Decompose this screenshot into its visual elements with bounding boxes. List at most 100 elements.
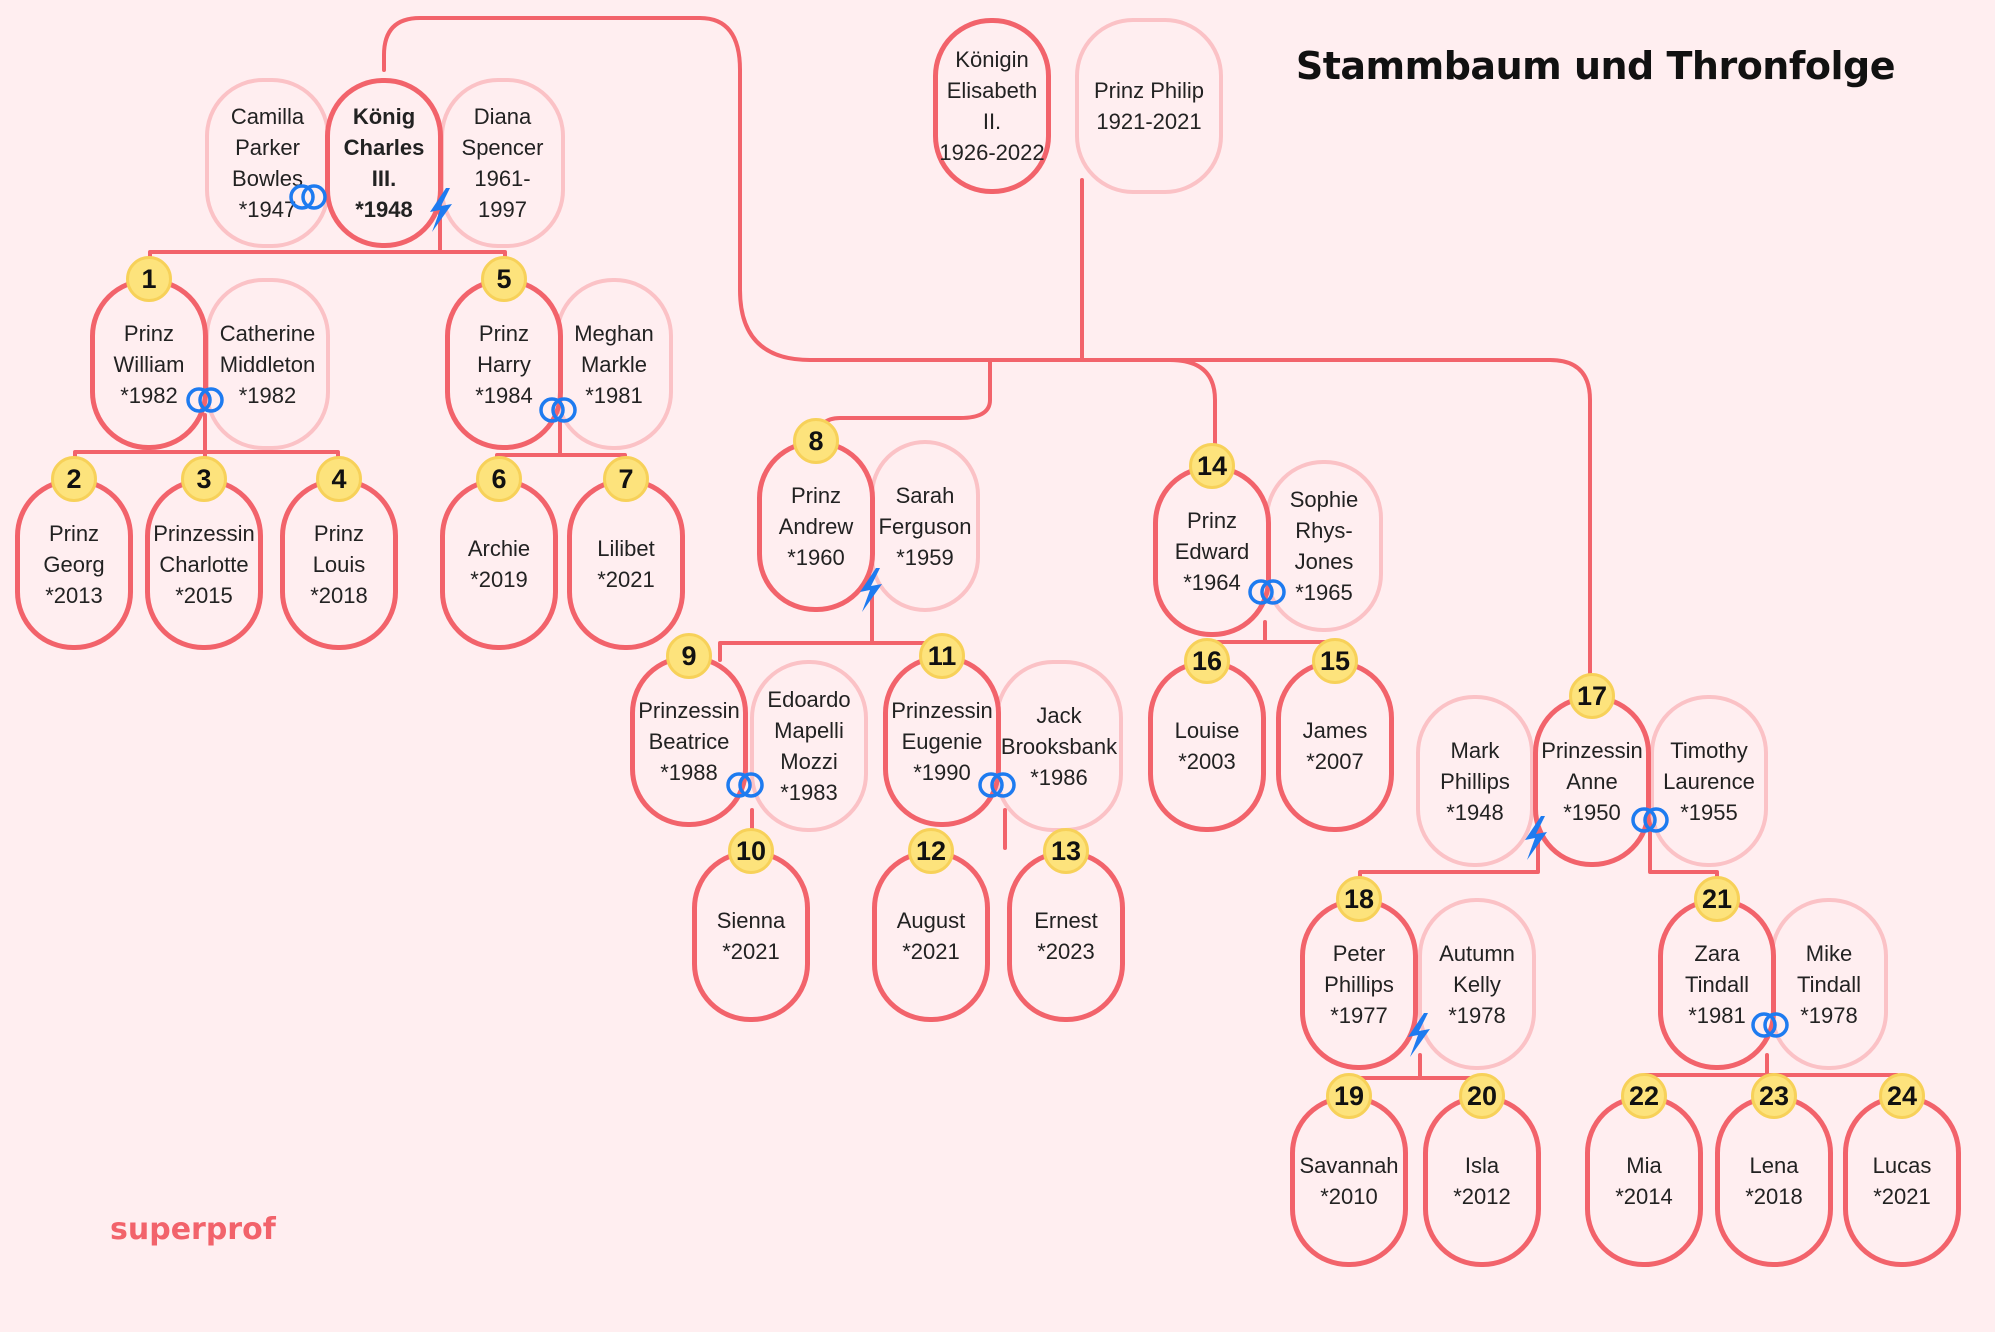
person-sienna: Sienna *2021 xyxy=(692,850,810,1022)
rank-badge: 1 xyxy=(126,256,172,302)
person-elizabeth: Königin Elisabeth II. 1926-2022 xyxy=(933,18,1051,194)
person-label: Mike Tindall *1978 xyxy=(1797,940,1861,1028)
person-ernest: Ernest *2023 xyxy=(1007,850,1125,1022)
interlocking-rings-icon xyxy=(978,772,1016,798)
person-label: Prinz Harry *1984 xyxy=(475,320,533,408)
rank-badge: 19 xyxy=(1326,1073,1372,1119)
rank-badge: 13 xyxy=(1043,828,1089,874)
rank-badge: 7 xyxy=(603,456,649,502)
person-label: Ernest *2023 xyxy=(1034,908,1098,964)
person-label: Peter Phillips *1977 xyxy=(1324,940,1394,1028)
person-timothy: Timothy Laurence *1955 xyxy=(1650,695,1768,867)
rank-badge: 24 xyxy=(1879,1073,1925,1119)
rank-badge: 4 xyxy=(316,456,362,502)
rank-badge: 12 xyxy=(908,828,954,874)
interlocking-rings-icon xyxy=(1248,579,1286,605)
lightning-bolt-icon xyxy=(1408,1013,1430,1057)
person-sarah: Sarah Ferguson *1959 xyxy=(870,440,980,612)
person-label: Camilla Parker Bowles *1947 xyxy=(230,104,305,222)
person-label: Catherine Middleton *1982 xyxy=(219,320,316,408)
person-label: Sienna *2021 xyxy=(716,908,786,964)
person-label: Prinz Andrew *1960 xyxy=(778,482,854,570)
person-label: Timothy Laurence *1955 xyxy=(1663,737,1755,825)
person-label: Prinzessin Beatrice *1988 xyxy=(638,697,740,785)
person-label: Edoardo Mapelli Mozzi *1983 xyxy=(767,687,851,805)
person-label: Archie *2019 xyxy=(467,536,531,592)
person-harry: Prinz Harry *1984 xyxy=(445,278,563,450)
person-label: Prinz Edward *1964 xyxy=(1174,507,1250,595)
connector-elizabeth-edward xyxy=(1080,358,1217,452)
person-william: Prinz William *1982 xyxy=(90,278,208,450)
person-camilla: Camilla Parker Bowles *1947 xyxy=(205,78,330,248)
rank-badge: 3 xyxy=(181,456,227,502)
person-label: Diana Spencer 1961- 1997 xyxy=(461,104,544,222)
rank-badge: 10 xyxy=(728,828,774,874)
person-label: Prinzessin Anne *1950 xyxy=(1541,737,1643,825)
person-georg: Prinz Georg *2013 xyxy=(15,478,133,650)
person-mike: Mike Tindall *1978 xyxy=(1770,898,1888,1070)
person-label: Sophie Rhys- Jones *1965 xyxy=(1289,487,1359,605)
person-beatrice: Prinzessin Beatrice *1988 xyxy=(630,655,748,827)
person-label: August *2021 xyxy=(896,908,966,964)
person-label: Zara Tindall *1981 xyxy=(1685,940,1749,1028)
person-label: Prinz Louis *2018 xyxy=(310,520,368,608)
person-louise: Louise *2003 xyxy=(1148,660,1266,832)
rank-badge: 6 xyxy=(476,456,522,502)
person-autumn: Autumn Kelly *1978 xyxy=(1418,898,1536,1070)
person-label: Isla *2012 xyxy=(1453,1153,1511,1209)
person-lena: Lena *2018 xyxy=(1715,1095,1833,1267)
person-lucas: Lucas *2021 xyxy=(1843,1095,1961,1267)
person-label: Lilibet *2021 xyxy=(597,536,655,592)
rank-badge: 18 xyxy=(1336,876,1382,922)
person-charles: König Charles III. *1948 xyxy=(325,78,443,248)
person-james: James *2007 xyxy=(1276,660,1394,832)
person-label: Prinzessin Charlotte *2015 xyxy=(153,520,255,608)
person-andrew: Prinz Andrew *1960 xyxy=(757,440,875,612)
rank-badge: 17 xyxy=(1569,673,1615,719)
person-label: Autumn Kelly *1978 xyxy=(1439,940,1515,1028)
person-jack: Jack Brooksbank *1986 xyxy=(995,660,1123,832)
person-label: Louise *2003 xyxy=(1174,718,1240,774)
person-sophie: Sophie Rhys- Jones *1965 xyxy=(1265,460,1383,632)
brand-logo: superprof xyxy=(110,1212,276,1247)
interlocking-rings-icon xyxy=(1751,1012,1789,1038)
person-label: Savannah *2010 xyxy=(1299,1153,1399,1209)
person-edward: Prinz Edward *1964 xyxy=(1153,465,1271,637)
connector-elizabeth-charles xyxy=(1080,178,1592,692)
interlocking-rings-icon xyxy=(1631,807,1669,833)
person-zara: Zara Tindall *1981 xyxy=(1658,898,1776,1070)
rank-badge: 22 xyxy=(1621,1073,1667,1119)
person-label: Königin Elisabeth II. 1926-2022 xyxy=(939,47,1045,165)
person-label: Lucas *2021 xyxy=(1872,1153,1932,1209)
person-mia: Mia *2014 xyxy=(1585,1095,1703,1267)
rank-badge: 23 xyxy=(1751,1073,1797,1119)
connector-elizabeth-andrew xyxy=(816,357,1084,442)
person-louis: Prinz Louis *2018 xyxy=(280,478,398,650)
rank-badge: 21 xyxy=(1694,876,1740,922)
person-label: Mia *2014 xyxy=(1615,1153,1673,1209)
rank-badge: 14 xyxy=(1189,443,1235,489)
person-label: Meghan Markle *1981 xyxy=(574,320,654,408)
person-label: Sarah Ferguson *1959 xyxy=(878,482,972,570)
rank-badge: 20 xyxy=(1459,1073,1505,1119)
person-label: Mark Phillips *1948 xyxy=(1440,737,1510,825)
person-anne: Prinzessin Anne *1950 xyxy=(1533,695,1651,867)
person-charlotte: Prinzessin Charlotte *2015 xyxy=(145,478,263,650)
person-diana: Diana Spencer 1961- 1997 xyxy=(440,78,565,248)
person-august: August *2021 xyxy=(872,850,990,1022)
person-savannah: Savannah *2010 xyxy=(1290,1095,1408,1267)
interlocking-rings-icon xyxy=(539,397,577,423)
rank-badge: 9 xyxy=(666,633,712,679)
rank-badge: 2 xyxy=(51,456,97,502)
rank-badge: 11 xyxy=(919,633,965,679)
person-lilibet: Lilibet *2021 xyxy=(567,478,685,650)
interlocking-rings-icon xyxy=(186,387,224,413)
person-label: Prinz Philip 1921-2021 xyxy=(1093,78,1205,134)
person-label: König Charles III. *1948 xyxy=(343,104,425,222)
person-label: Jack Brooksbank *1986 xyxy=(1000,702,1118,790)
person-mark: Mark Phillips *1948 xyxy=(1416,695,1534,867)
lightning-bolt-icon xyxy=(860,568,882,612)
lightning-bolt-icon xyxy=(430,188,452,232)
person-isla: Isla *2012 xyxy=(1423,1095,1541,1267)
person-eugenie: Prinzessin Eugenie *1990 xyxy=(883,655,1001,827)
